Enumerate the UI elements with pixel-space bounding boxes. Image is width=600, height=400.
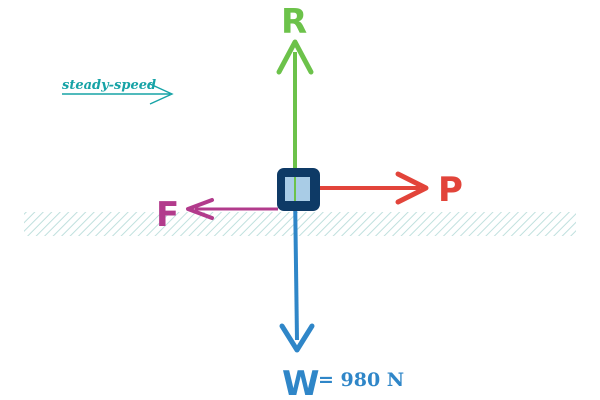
force-R-label: R <box>281 2 307 42</box>
force-P-arrow <box>318 171 429 205</box>
force-F-arrow <box>186 198 278 220</box>
ground-surface <box>24 212 576 236</box>
force-R-head <box>276 39 314 75</box>
force-R-arrow <box>276 39 314 186</box>
force-P-head <box>395 171 429 205</box>
force-W-head <box>279 323 315 353</box>
force-W-label: W <box>282 364 320 400</box>
steady-speed-label: steady-speed <box>62 78 156 93</box>
force-W-value: = 980 N <box>318 369 404 391</box>
block-inner <box>285 177 310 201</box>
motion-arrow-head <box>149 83 174 105</box>
motion-indicator: steady-speed <box>62 78 174 105</box>
force-W-shaft <box>293 191 299 341</box>
force-F-label: F <box>156 195 179 235</box>
force-P-label: P <box>438 170 463 210</box>
force-F-head <box>186 198 214 220</box>
force-W-arrow <box>279 191 315 353</box>
block <box>277 168 320 211</box>
